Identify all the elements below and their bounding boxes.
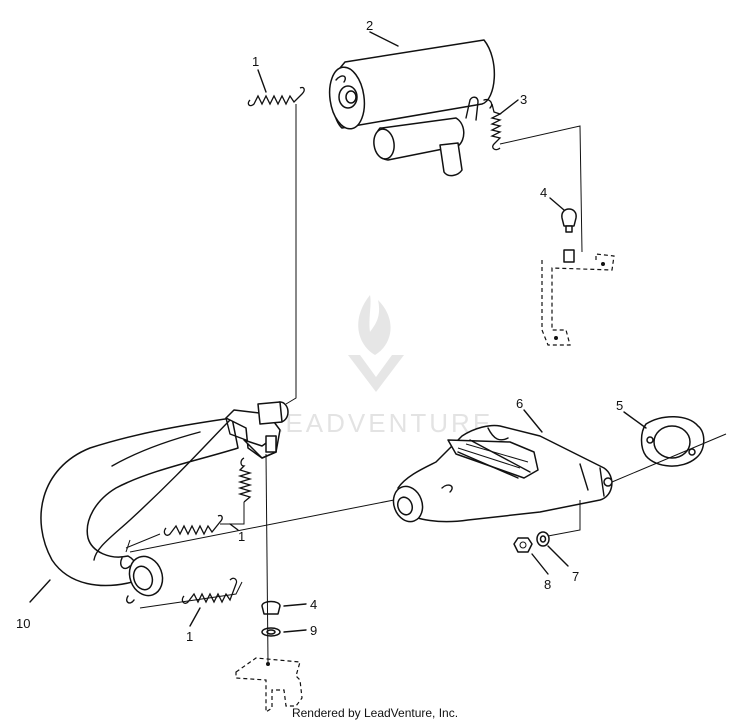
spring-mid-vertical	[237, 457, 253, 503]
watermark-text: LEADVENTURE	[268, 408, 493, 438]
nut	[513, 537, 533, 553]
exhaust-manifold	[392, 424, 613, 523]
washer	[536, 531, 550, 547]
spring-bottom	[181, 577, 238, 604]
gasket	[640, 416, 705, 467]
callout-9: 9	[310, 623, 317, 638]
callout-6: 6	[516, 396, 523, 411]
callout-2: 2	[366, 18, 373, 33]
spring-top-left	[247, 86, 305, 107]
callout-3: 3	[520, 92, 527, 107]
spring-mid	[163, 514, 223, 536]
leadventure-logo-icon	[348, 355, 404, 392]
footer-credit: Rendered by LeadVenture, Inc.	[291, 706, 459, 720]
grommet-top	[561, 208, 577, 263]
callout-1-mid: 1	[238, 529, 245, 544]
callout-10: 10	[16, 616, 30, 631]
bracket-top	[541, 253, 615, 346]
callout-4-top: 4	[540, 185, 547, 200]
muffler	[328, 39, 496, 177]
expansion-pipe	[40, 401, 289, 604]
spring-top-right	[490, 103, 502, 151]
callout-1-top: 1	[252, 54, 259, 69]
callout-8: 8	[544, 577, 551, 592]
callout-5: 5	[616, 398, 623, 413]
callout-4-bottom: 4	[310, 597, 317, 612]
leader-lines	[29, 31, 727, 663]
grommet-bottom	[261, 600, 281, 637]
callout-1-bottom: 1	[186, 629, 193, 644]
bracket-bottom	[235, 657, 303, 714]
watermark: LEADVENTURE	[268, 295, 493, 438]
callout-7: 7	[572, 569, 579, 584]
flame-icon	[358, 295, 391, 355]
